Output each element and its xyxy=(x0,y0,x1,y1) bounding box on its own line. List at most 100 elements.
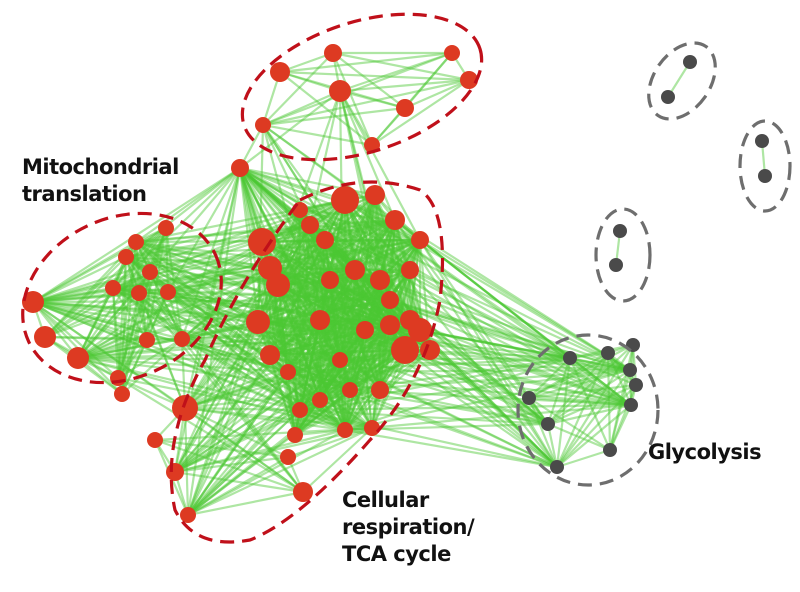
edge xyxy=(343,199,374,429)
edge xyxy=(269,269,356,356)
edge xyxy=(238,167,297,436)
edge xyxy=(294,329,366,436)
edge xyxy=(269,266,571,360)
label-cellular-respiration: Cellular respiration/ TCA cycle xyxy=(342,487,475,568)
edge xyxy=(286,239,327,373)
gene-node xyxy=(280,364,296,380)
edge xyxy=(528,352,609,399)
edge xyxy=(184,328,421,410)
edge xyxy=(77,356,301,412)
gene-node xyxy=(118,249,134,265)
edge xyxy=(32,227,167,303)
edge xyxy=(323,239,382,391)
edge xyxy=(556,369,631,468)
edge xyxy=(32,301,186,409)
edge xyxy=(309,223,631,372)
edge xyxy=(184,406,301,412)
gene-node xyxy=(158,220,174,236)
edge xyxy=(149,271,183,340)
edge xyxy=(343,199,382,391)
gene-node-pair xyxy=(758,169,772,183)
gene-node xyxy=(331,186,359,214)
edge xyxy=(277,268,411,287)
gene-node xyxy=(329,80,351,102)
edge xyxy=(257,199,346,323)
edge xyxy=(547,403,632,426)
edge xyxy=(339,324,391,361)
gene-node xyxy=(174,331,190,347)
edge xyxy=(277,268,356,287)
edge xyxy=(528,396,632,407)
edge xyxy=(323,239,367,331)
edge xyxy=(344,199,411,271)
edge xyxy=(287,358,341,374)
label-line: translation xyxy=(22,182,147,206)
edge xyxy=(125,255,391,327)
glycolysis-node xyxy=(603,443,617,457)
gene-node xyxy=(401,261,419,279)
edge xyxy=(378,299,392,391)
edge xyxy=(32,241,137,303)
edge xyxy=(344,199,558,468)
edge xyxy=(116,241,138,379)
edge xyxy=(419,329,558,468)
edge xyxy=(299,408,346,432)
edge xyxy=(180,167,242,340)
edge xyxy=(556,404,632,468)
edge xyxy=(181,337,406,352)
edge xyxy=(239,90,341,169)
edge xyxy=(181,337,289,374)
edge xyxy=(44,256,127,338)
edge xyxy=(257,278,381,324)
edge xyxy=(239,167,381,391)
edge xyxy=(135,241,183,340)
edge xyxy=(309,223,421,242)
edge xyxy=(293,224,312,436)
edge xyxy=(339,239,421,361)
edge xyxy=(277,284,406,351)
gene-node xyxy=(231,159,249,177)
edge xyxy=(187,409,301,516)
edge xyxy=(277,284,351,391)
edge xyxy=(344,199,571,359)
edge xyxy=(145,271,152,341)
edge xyxy=(239,167,406,351)
edge xyxy=(277,283,391,302)
gene-node xyxy=(139,332,155,348)
gene-node xyxy=(391,336,419,364)
edge xyxy=(257,279,331,323)
edge xyxy=(298,319,322,411)
edge xyxy=(167,290,391,327)
edge xyxy=(269,267,558,468)
edge xyxy=(389,298,571,360)
edge xyxy=(328,279,342,361)
edge xyxy=(181,338,346,431)
edge xyxy=(294,428,346,437)
edge xyxy=(609,404,632,451)
gene-node xyxy=(293,482,313,502)
edge xyxy=(167,266,271,294)
edge xyxy=(257,321,373,429)
edge xyxy=(318,199,347,401)
edge xyxy=(403,239,422,351)
edge xyxy=(286,224,312,373)
edge xyxy=(338,269,357,361)
edge xyxy=(112,287,301,411)
edge xyxy=(338,90,397,221)
edge xyxy=(373,194,422,331)
edge xyxy=(287,329,366,373)
edge xyxy=(77,356,351,392)
cluster-outline-respiration xyxy=(169,180,445,544)
label-line: respiration/ xyxy=(342,515,475,539)
edge xyxy=(174,428,346,474)
edge xyxy=(239,167,558,468)
edge xyxy=(239,167,631,371)
edge xyxy=(348,299,392,391)
edge xyxy=(344,199,421,241)
edge xyxy=(343,329,367,431)
edge xyxy=(309,224,632,406)
edge xyxy=(277,219,396,286)
edge xyxy=(339,358,632,407)
edge xyxy=(608,384,638,451)
edge xyxy=(167,290,421,332)
